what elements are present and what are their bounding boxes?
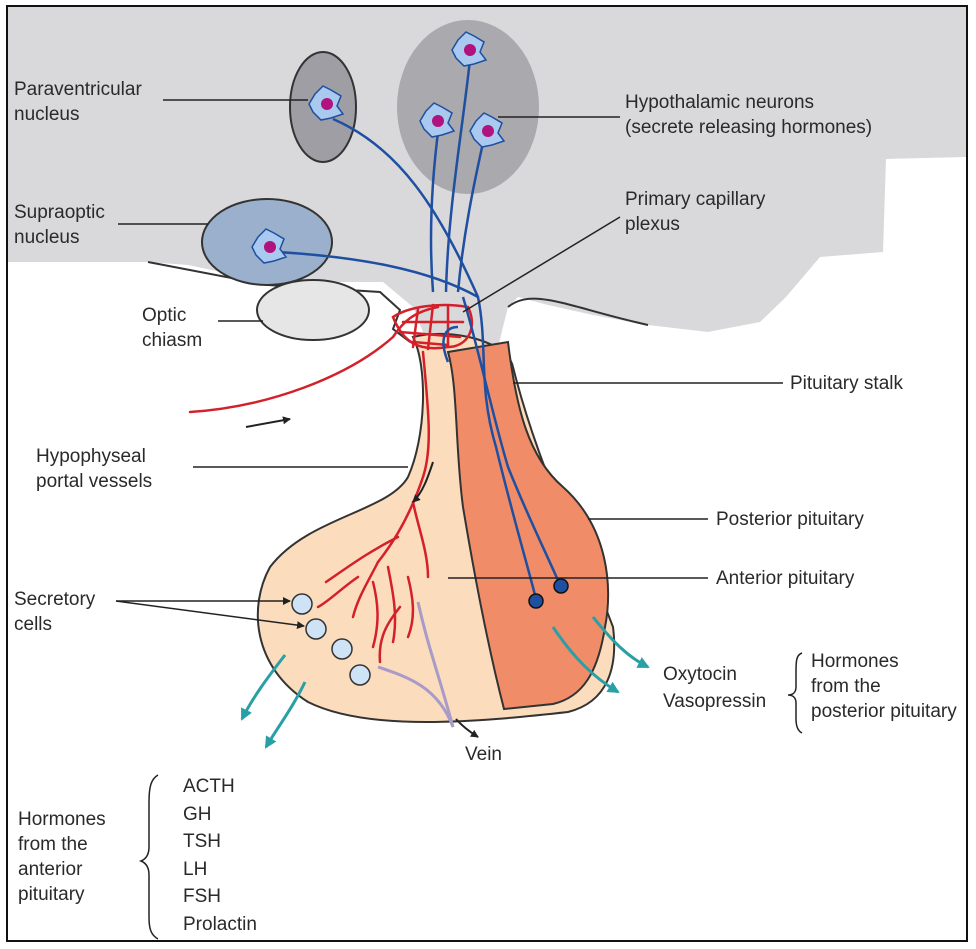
- hypothalamic-neurons-label: Hypothalamic neurons (secrete releasing …: [625, 90, 872, 140]
- flow-arrow-portal: [246, 419, 290, 427]
- anterior-pituitary-label: Anterior pituitary: [716, 566, 854, 591]
- posterior-pituitary-label: Posterior pituitary: [716, 507, 864, 532]
- optic-chiasm-label: Optic chiasm: [142, 303, 202, 353]
- label-line: (secrete releasing hormones): [625, 115, 872, 140]
- label-line: chiasm: [142, 328, 202, 353]
- label-line: from the: [18, 832, 106, 857]
- secretory-cells-label: Secretory cells: [14, 587, 95, 637]
- label-line: Primary capillary: [625, 187, 765, 212]
- label-line: Paraventricular: [14, 77, 142, 102]
- anterior-brace: [141, 775, 158, 939]
- label-line: nucleus: [14, 102, 142, 127]
- hormone-gh: GH: [183, 801, 257, 829]
- label-line: Hypothalamic neurons: [625, 90, 872, 115]
- hormone-fsh: FSH: [183, 883, 257, 911]
- axon-terminal: [554, 579, 568, 593]
- portal-vessels-label: Hypophyseal portal vessels: [36, 444, 152, 494]
- label-line: Hormones: [18, 807, 106, 832]
- label-line: Secretory: [14, 587, 95, 612]
- anterior-hormones-list: ACTH GH TSH LH FSH Prolactin: [183, 773, 257, 938]
- label-line: from the: [811, 674, 957, 699]
- paraventricular-nucleus-label: Paraventricular nucleus: [14, 77, 142, 127]
- vein-label: Vein: [465, 742, 502, 767]
- hormone-prolactin: Prolactin: [183, 911, 257, 939]
- diagram-frame: Paraventricular nucleus Supraoptic nucle…: [6, 5, 968, 942]
- label-line: posterior pituitary: [811, 699, 957, 724]
- optic-chiasm-shape: [257, 280, 369, 340]
- axon-terminal: [529, 594, 543, 608]
- label-line: Optic: [142, 303, 202, 328]
- oxytocin-label: Oxytocin: [663, 662, 737, 687]
- posterior-brace: [788, 653, 802, 733]
- label-line: Supraoptic: [14, 200, 105, 225]
- hormone-tsh: TSH: [183, 828, 257, 856]
- label-line: plexus: [625, 212, 765, 237]
- vasopressin-label: Vasopressin: [663, 689, 766, 714]
- label-line: nucleus: [14, 225, 105, 250]
- hormone-acth: ACTH: [183, 773, 257, 801]
- label-line: Hormones: [811, 649, 957, 674]
- primary-capillary-plexus-label: Primary capillary plexus: [625, 187, 765, 237]
- label-line: cells: [14, 612, 95, 637]
- label-line: pituitary: [18, 882, 106, 907]
- pituitary-stalk-label: Pituitary stalk: [790, 371, 903, 396]
- label-line: anterior: [18, 857, 106, 882]
- hormones-anterior-label: Hormones from the anterior pituitary: [18, 807, 106, 907]
- supraoptic-nucleus-label: Supraoptic nucleus: [14, 200, 105, 250]
- hormone-lh: LH: [183, 856, 257, 884]
- hormones-posterior-label: Hormones from the posterior pituitary: [811, 649, 957, 724]
- label-line: portal vessels: [36, 469, 152, 494]
- label-line: Hypophyseal: [36, 444, 152, 469]
